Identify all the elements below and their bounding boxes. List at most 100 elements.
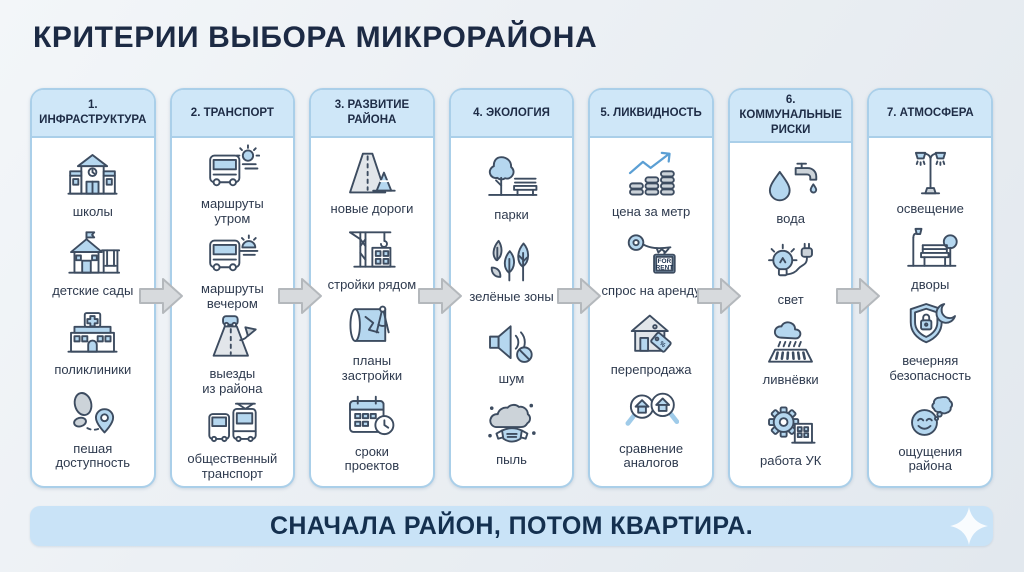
page-title: КРИТЕРИИ ВЫБОРА МИКРОРАЙОНА — [33, 21, 598, 54]
criteria-columns: 1. ИНФРАСТРУКТУРА школы детские сады поликл… — [30, 88, 994, 488]
compare-magnifiers-icon — [625, 392, 679, 426]
storm-drain-icon — [768, 321, 814, 364]
calendar-clock-icon — [349, 395, 395, 435]
criteria-item-label: сроки проектов — [344, 443, 400, 474]
criteria-item: сравнение аналогов — [619, 386, 683, 471]
leaves-icon — [490, 239, 530, 282]
criteria-column: 3. РАЗВИТИЕ РАЙОНА новые дороги стройки ря… — [309, 88, 462, 488]
criteria-item: цена за метр — [612, 149, 690, 220]
criteria-item: маршруты вечером — [201, 226, 264, 311]
bulb-plug-icon — [768, 242, 814, 276]
criteria-item: освещение — [897, 146, 964, 217]
resale-house-icon: % — [630, 314, 672, 353]
arrow-right-icon — [416, 275, 464, 317]
criteria-item-label: свет — [777, 291, 804, 307]
column-header: 6. КОММУНАЛЬНЫЕ РИСКИ — [729, 90, 852, 143]
criteria-item: шум — [484, 316, 539, 387]
criteria-item: свет — [763, 237, 818, 308]
criteria-item: зелёные зоны — [469, 234, 554, 305]
dust-mask-icon — [488, 404, 536, 443]
new-road-icon — [349, 153, 397, 194]
bus-evening-icon — [209, 234, 259, 272]
banner-text: СНАЧАЛА РАЙОН, ПОТОМ КВАРТИРА. — [269, 511, 754, 540]
blueprint-icon — [349, 305, 391, 343]
criteria-column: 6. КОММУНАЛЬНЫЕ РИСКИ вода свет ливнёвки раб… — [727, 88, 881, 488]
criteria-item: %перепродажа — [611, 307, 691, 378]
criteria-item-label: новые дороги — [330, 201, 414, 217]
criteria-item: сроки проектов — [344, 389, 399, 474]
kindergarten-icon — [68, 231, 121, 274]
criteria-item-label: детские сады — [52, 283, 134, 299]
column-body: новые дороги стройки рядом планы застройки… — [311, 138, 433, 486]
criteria-item-label: сравнение аналогов — [619, 440, 684, 471]
criteria-column: 4. ЭКОЛОГИЯ парки зелёные зоны шум пыль — [448, 88, 602, 488]
walking-icon — [73, 391, 115, 433]
criteria-item: пыль — [484, 397, 539, 468]
arrow-right-icon — [137, 275, 185, 317]
svg-text:RENT: RENT — [655, 265, 673, 272]
criteria-item: школы — [65, 149, 120, 220]
criteria-column: 1. ИНФРАСТРУКТУРА школы детские сады поликл… — [30, 88, 183, 488]
criteria-item: стройки рядом — [327, 222, 417, 293]
criteria-item-label: шум — [498, 370, 525, 386]
criteria-item: выезды из района — [202, 311, 262, 396]
criteria-item-label: маршруты утром — [201, 196, 264, 226]
criteria-item: новые дороги — [330, 146, 414, 217]
column-body: вода свет ливнёвки работа УК — [730, 143, 852, 486]
criteria-item: поликлиники — [54, 307, 131, 378]
criteria-item: ливнёвки — [763, 317, 819, 388]
column-header: 3. РАЗВИТИЕ РАЙОНА — [311, 90, 433, 138]
column-header: 1. ИНФРАСТРУКТУРА — [32, 90, 154, 138]
water-tap-icon — [769, 162, 818, 202]
arrow-right-icon — [695, 275, 743, 317]
criteria-item-label: пешая доступность — [55, 440, 131, 471]
criteria-item: дворы — [903, 222, 958, 293]
criteria-item-label: выезды из района — [202, 366, 263, 396]
column-header: 2. ТРАНСПОРТ — [171, 90, 294, 138]
svg-text:FOR: FOR — [657, 258, 671, 265]
criteria-item-label: цена за метр — [611, 204, 691, 220]
criteria-item-label: вечерняя безопасность — [889, 353, 972, 383]
criteria-item-label: ощущения района — [898, 443, 963, 474]
shield-moon-icon — [909, 303, 956, 344]
arrow-right-icon — [555, 275, 603, 317]
svg-text:%: % — [657, 340, 666, 349]
bus-morning-icon — [209, 144, 260, 187]
criteria-item: вечерняя безопасность — [889, 298, 971, 383]
criteria-item: маршруты утром — [201, 141, 264, 226]
arrow-right-icon — [834, 275, 882, 317]
criteria-item-label: освещение — [896, 201, 964, 217]
criteria-item: работа УК — [760, 398, 821, 469]
crane-icon — [349, 231, 397, 268]
criteria-item-label: парки — [494, 207, 529, 223]
criteria-item-label: пыль — [496, 452, 527, 468]
arrow-right-icon — [276, 275, 324, 317]
criteria-item-label: стройки рядом — [327, 277, 417, 293]
criteria-item-label: ливнёвки — [762, 372, 819, 388]
criteria-item-label: планы застройки — [341, 353, 403, 383]
criteria-item: вода — [763, 156, 818, 227]
criteria-item: детские сады — [52, 228, 133, 299]
column-body: освещение дворы вечерняя безопасность ощуще… — [869, 138, 991, 486]
gear-building-icon — [768, 406, 816, 444]
column-header: 4. ЭКОЛОГИЯ — [450, 90, 573, 138]
column-header: 5. ЛИКВИДНОСТЬ — [590, 90, 712, 138]
criteria-item-label: школы — [72, 204, 113, 220]
criteria-item-label: зелёные зоны — [469, 288, 554, 304]
courtyard-bench-icon — [906, 228, 958, 268]
criteria-item: ощущения района — [898, 389, 962, 474]
park-icon — [488, 156, 538, 197]
criteria-item-label: дворы — [911, 277, 950, 293]
street-lamp-icon — [914, 152, 946, 195]
school-icon — [67, 154, 118, 195]
criteria-item: пешая доступность — [55, 386, 130, 471]
smiley-thought-icon — [910, 395, 953, 436]
criteria-item: парки — [484, 152, 539, 223]
sparkle-icon — [950, 507, 988, 545]
